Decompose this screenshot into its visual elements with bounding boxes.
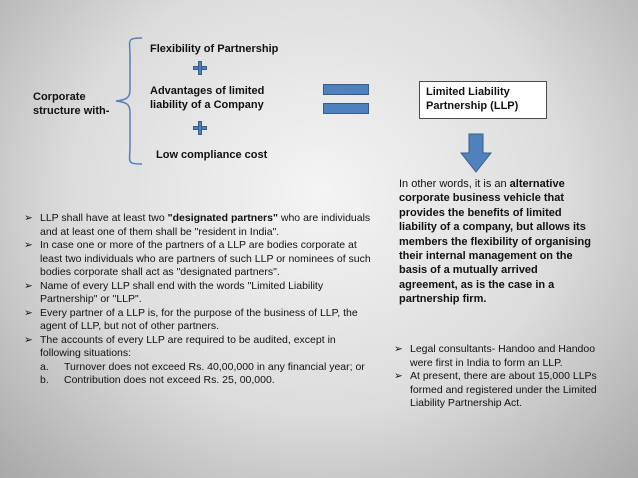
sub-text: Contribution does not exceed Rs. 25, 00,… <box>64 374 275 386</box>
down-arrow-icon <box>460 133 492 173</box>
corporate-structure-label: Corporate structure with- <box>33 90 113 118</box>
item-low-compliance-text: Low compliance cost <box>156 149 268 161</box>
corporate-structure-text: Corporate structure with- <box>33 91 110 117</box>
bullet-arrow-icon: ➢ <box>24 212 33 224</box>
bullet-arrow-icon: ➢ <box>24 239 33 251</box>
list-item: ➢ At present, there are about 15,000 LLPs… <box>394 370 620 411</box>
item-low-compliance: Low compliance cost <box>156 148 267 162</box>
bullet-bold: "designated partners" <box>167 212 278 224</box>
list-item: ➢ LLP shall have at least two "designated… <box>24 212 379 239</box>
bullet-text: who are individuals and at least one of … <box>40 212 371 238</box>
bullet-arrow-icon: ➢ <box>24 306 33 319</box>
sub-list-item: a. Turnover does not exceed Rs. 40,00,000… <box>24 361 379 375</box>
sub-text: Turnover does not exceed Rs. 40,00,000 i… <box>64 360 365 373</box>
bullet-arrow-icon: ➢ <box>394 343 403 355</box>
bullet-arrow-icon: ➢ <box>24 333 33 346</box>
bullet-text: At present, there are about 15,000 LLPs … <box>410 370 597 409</box>
item-limited-liability-text: Advantages of limited liability of a Com… <box>150 85 265 111</box>
equals-icon-bottom <box>323 103 369 114</box>
llp-rules-list: ➢ LLP shall have at least two "designated… <box>24 212 379 388</box>
item-flexibility-text: Flexibility of Partnership <box>150 43 279 55</box>
llp-result-text: Limited Liability Partnership (LLP) <box>426 86 519 112</box>
equals-icon-top <box>323 84 369 95</box>
bullet-text: Every partner of a LLP is, for the purpo… <box>40 306 358 333</box>
item-limited-liability: Advantages of limited liability of a Com… <box>150 84 285 112</box>
bullet-arrow-icon: ➢ <box>24 279 33 292</box>
curly-brace <box>115 37 143 165</box>
bullet-text: The accounts of every LLP are required t… <box>40 333 336 360</box>
plus-icon <box>193 61 207 75</box>
bullet-text: In case one or more of the partners of a… <box>40 239 371 278</box>
list-item: ➢ The accounts of every LLP are required … <box>24 334 379 361</box>
list-item: ➢ Name of every LLP shall end with the wo… <box>24 280 379 307</box>
bullet-arrow-icon: ➢ <box>394 370 403 382</box>
sub-list-item: b. Contribution does not exceed Rs. 25, 0… <box>24 374 379 388</box>
sub-marker: b. <box>40 374 49 386</box>
llp-result-box: Limited Liability Partnership (LLP) <box>419 81 547 119</box>
llp-explanation: In other words, it is an alternative cor… <box>399 177 599 307</box>
bullet-text: Legal consultants- Handoo and Handoo wer… <box>410 343 596 369</box>
bullet-text: Name of every LLP shall end with the wor… <box>40 279 324 306</box>
explanation-bold: alternative corporate business vehicle t… <box>399 178 591 306</box>
llp-facts-list: ➢ Legal consultants- Handoo and Handoo we… <box>394 343 620 411</box>
item-flexibility: Flexibility of Partnership <box>150 42 278 56</box>
sub-marker: a. <box>40 360 49 373</box>
explanation-prefix: In other words, it is an <box>399 178 510 190</box>
list-item: ➢ Every partner of a LLP is, for the purp… <box>24 307 379 334</box>
plus-icon <box>193 121 207 135</box>
list-item: ➢ In case one or more of the partners of … <box>24 239 379 280</box>
list-item: ➢ Legal consultants- Handoo and Handoo we… <box>394 343 620 370</box>
bullet-text: LLP shall have at least two <box>40 212 168 224</box>
